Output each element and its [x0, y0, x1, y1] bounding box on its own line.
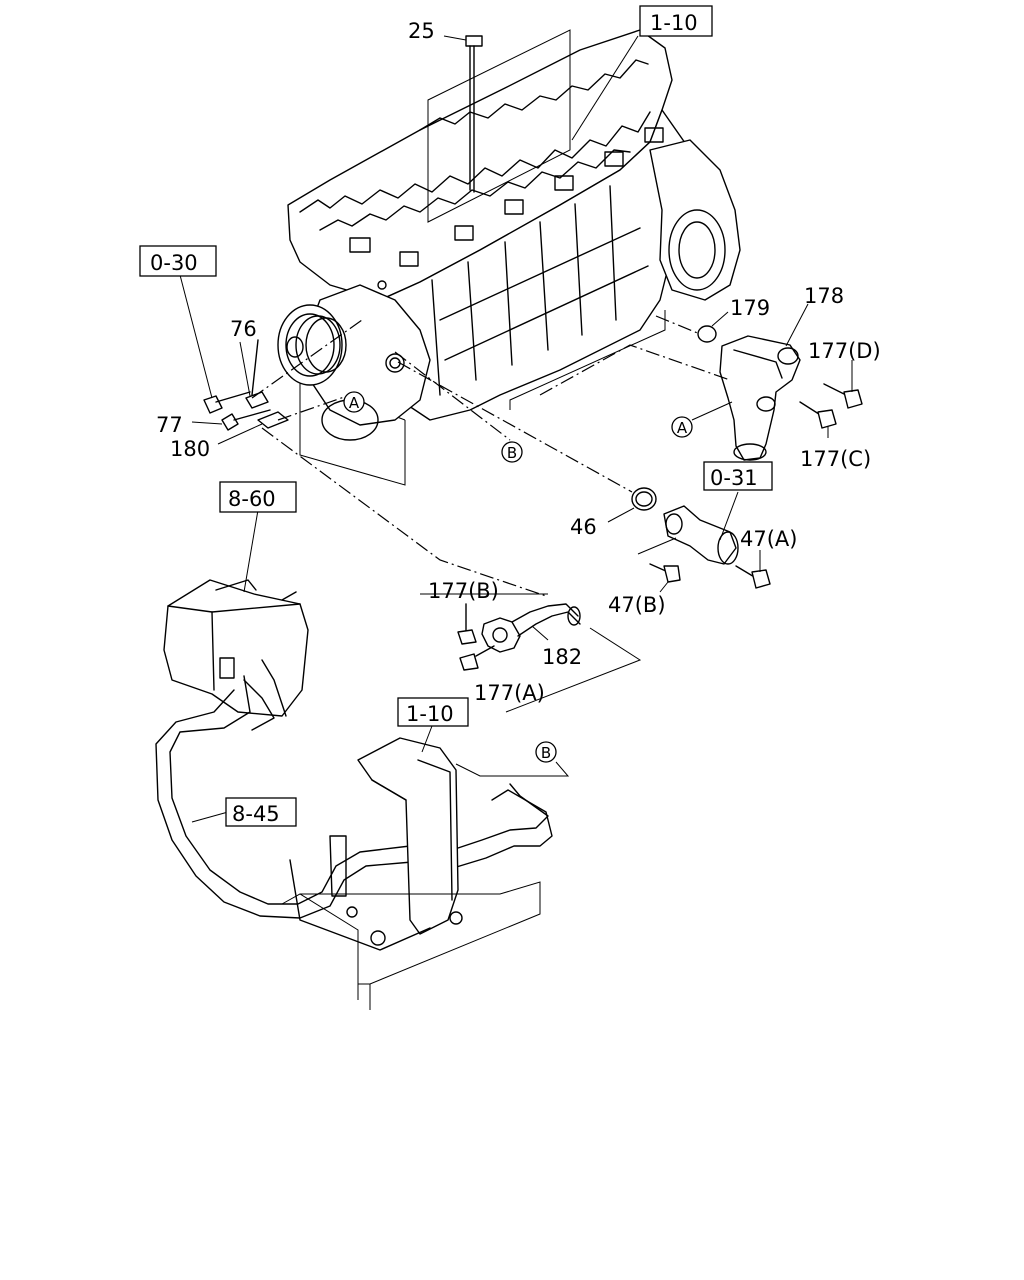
- dash-line-46: [397, 361, 633, 493]
- leader-47b: [659, 581, 669, 593]
- leader-110-bottom: [421, 725, 433, 753]
- label-177b: 177(B): [428, 579, 499, 603]
- svg-text:A: A: [349, 394, 360, 412]
- bracket-182: [505, 627, 642, 713]
- leader-182: [531, 625, 549, 641]
- water-pipe-0-31: [663, 505, 739, 565]
- label-180: 180: [170, 437, 210, 461]
- bolt-25: [465, 35, 483, 193]
- dash-line-pulley: [251, 319, 363, 399]
- bolt-177a: [459, 645, 495, 671]
- bolt-47a: [735, 565, 771, 589]
- bolt-77: [221, 409, 271, 431]
- radiator-1-10: [281, 737, 541, 1010]
- label-76: 76: [230, 317, 257, 341]
- svg-text:1-10: 1-10: [650, 11, 698, 35]
- svg-text:B: B: [507, 444, 517, 462]
- label-177a: 177(A): [474, 681, 545, 705]
- dash-line-b: [394, 351, 511, 441]
- oring-179: [697, 325, 717, 343]
- svg-text:A: A: [677, 419, 688, 437]
- leader-845: [191, 811, 229, 823]
- svg-text:0-31: 0-31: [710, 466, 758, 490]
- leader-46: [607, 507, 635, 523]
- bolt-177b: [457, 603, 477, 645]
- leader-110-top: [571, 35, 639, 141]
- ref-box-110-bottom: 1-10: [397, 697, 469, 727]
- hose-8-45: [155, 659, 553, 919]
- ref-box-845: 8-45: [225, 797, 297, 827]
- leader-76: [239, 341, 251, 397]
- leader-77: [191, 421, 223, 425]
- label-47a: 47(A): [740, 527, 797, 551]
- dash-line-oring: [655, 315, 701, 335]
- leader-180: [217, 423, 263, 445]
- svg-text:8-60: 8-60: [228, 487, 276, 511]
- label-25: 25: [408, 19, 435, 43]
- bolt-177d: [823, 383, 863, 409]
- marker-b-engine: B: [501, 441, 523, 463]
- leader-031: [719, 491, 739, 541]
- svg-text:8-45: 8-45: [232, 802, 280, 826]
- ref-box-110-top: 1-10: [639, 5, 713, 37]
- label-182: 182: [542, 645, 582, 669]
- leader-25: [443, 35, 467, 41]
- svg-text:1-10: 1-10: [406, 702, 454, 726]
- marker-a-right: A: [671, 416, 693, 438]
- gasket-76: [245, 339, 269, 409]
- thermostat-housing-178: [719, 335, 801, 461]
- valve-182: [481, 603, 581, 653]
- marker-b-pipe: B: [535, 741, 557, 763]
- leader-a-right: [691, 401, 733, 421]
- label-77: 77: [156, 413, 183, 437]
- engine-block: [277, 29, 741, 486]
- label-177d: 177(D): [808, 339, 881, 363]
- svg-text:B: B: [541, 744, 551, 762]
- leader-030: [179, 274, 213, 399]
- label-177c: 177(C): [800, 447, 871, 471]
- marker-a-left: A: [343, 391, 365, 413]
- bracket-47: [637, 537, 677, 555]
- leader-860: [243, 509, 259, 593]
- label-179: 179: [730, 296, 770, 320]
- dash-line-180: [277, 394, 351, 421]
- ref-box-860: 8-60: [219, 481, 297, 513]
- leader-179: [711, 311, 729, 327]
- dash-line-cooler: [261, 427, 547, 597]
- label-47b: 47(B): [608, 593, 666, 617]
- dash-line-housing: [539, 344, 731, 396]
- ref-box-030: 0-30: [139, 245, 217, 277]
- bracket-b-pipe: [455, 761, 570, 777]
- svg-text:0-30: 0-30: [150, 251, 198, 275]
- oring-46: [631, 487, 657, 511]
- reserve-tank-8-60: [163, 579, 309, 717]
- ref-box-031: 0-31: [703, 461, 773, 491]
- label-178: 178: [804, 284, 844, 308]
- gasket-180: [257, 411, 289, 429]
- bolt-47b: [649, 563, 681, 583]
- label-46: 46: [570, 515, 597, 539]
- leader-178: [785, 303, 809, 347]
- bolt-177c: [799, 401, 837, 429]
